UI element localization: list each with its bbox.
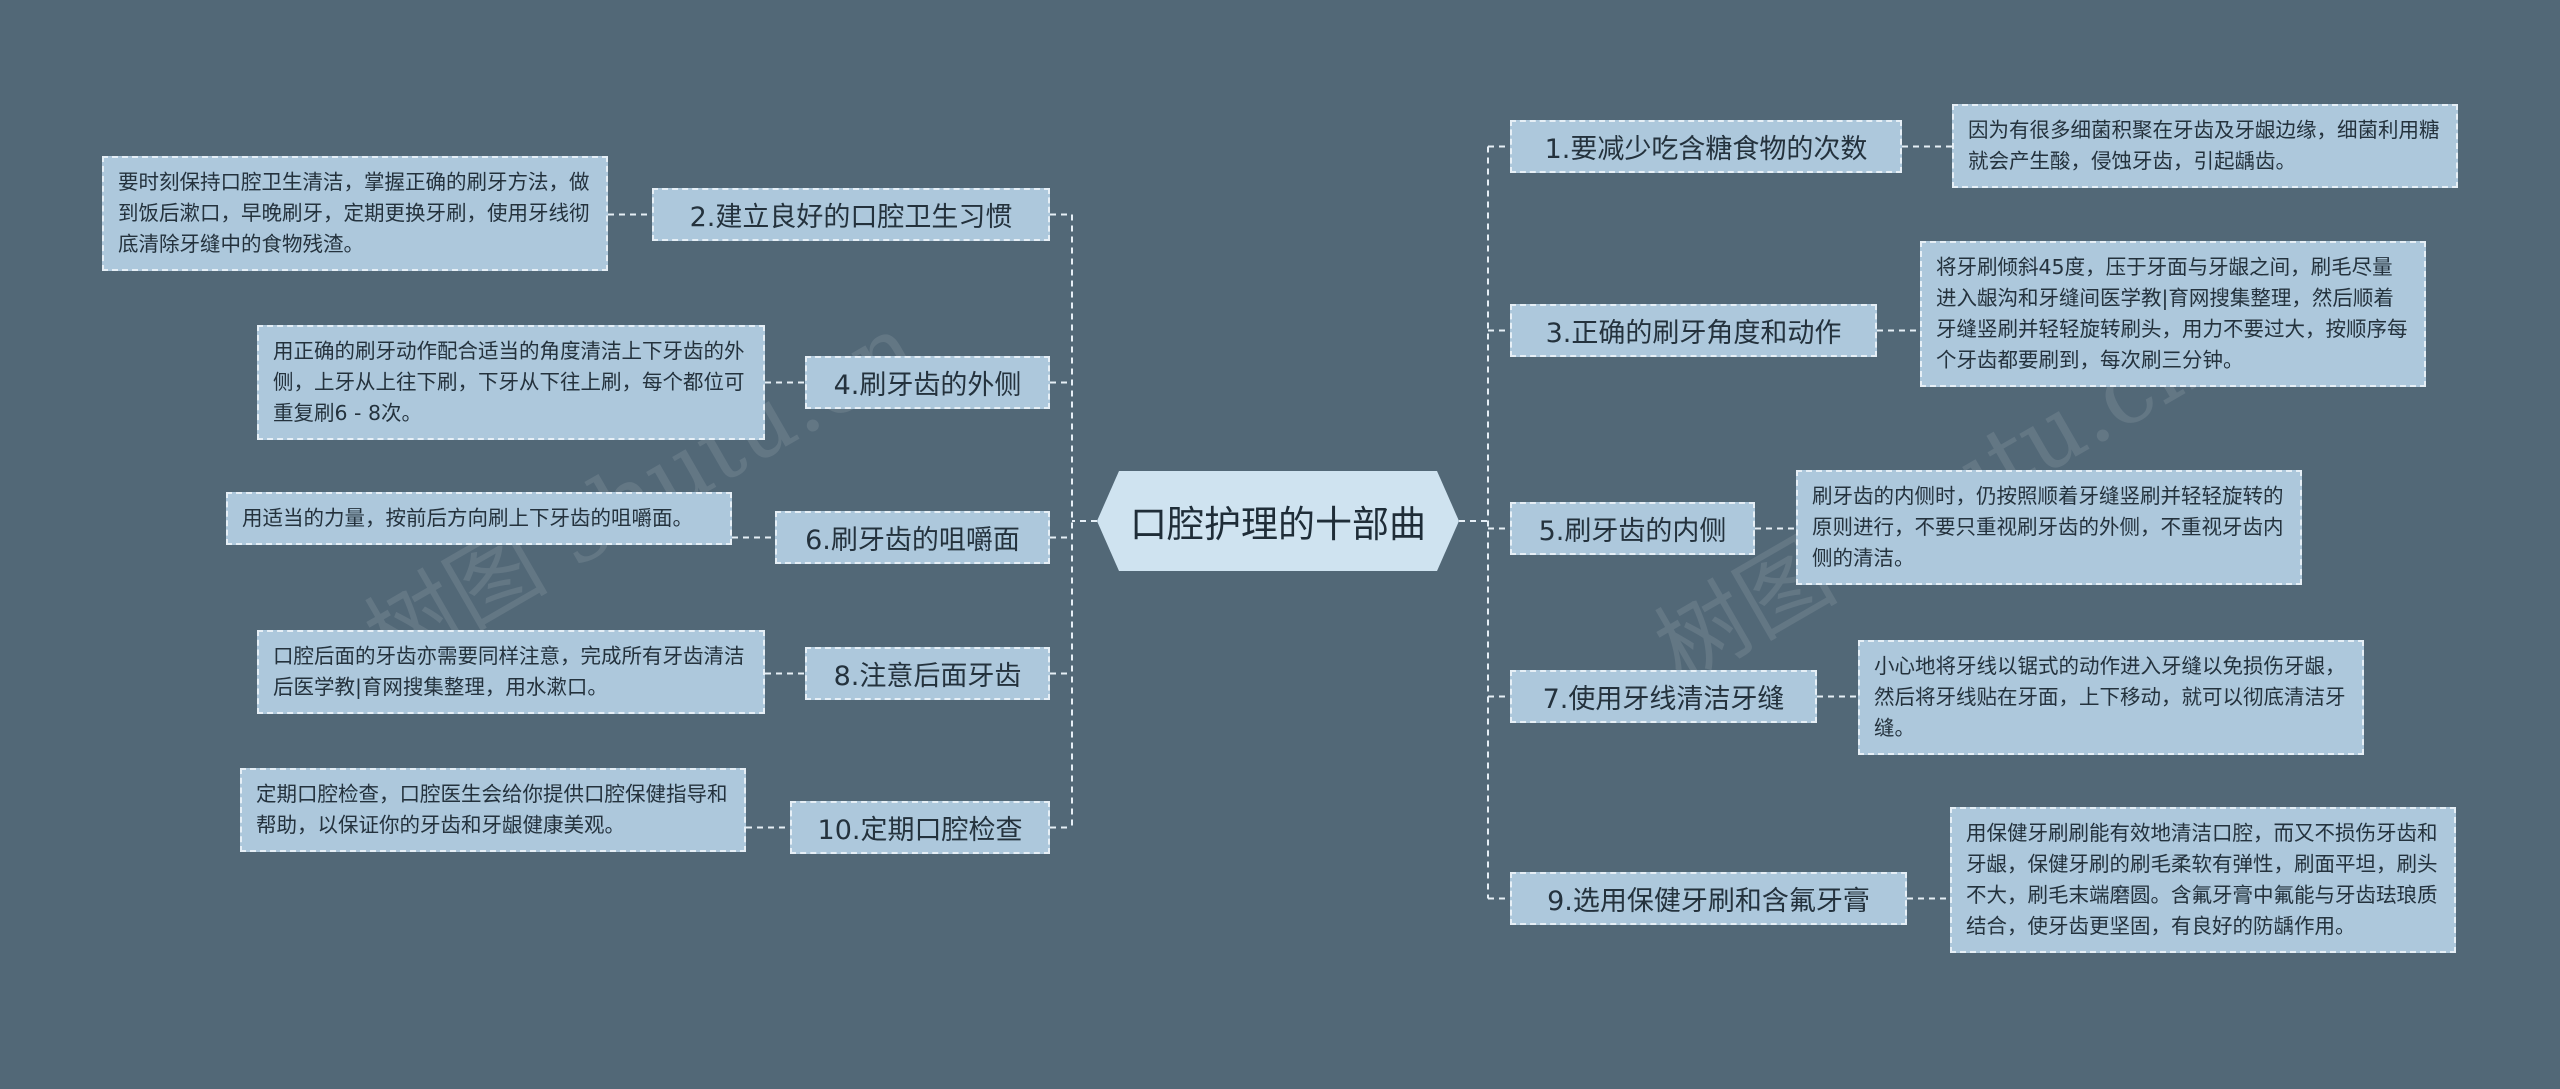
topic-3[interactable]: 3.正确的刷牙角度和动作	[1510, 304, 1877, 357]
topic-8[interactable]: 8.注意后面牙齿	[805, 647, 1050, 700]
topic-10[interactable]: 10.定期口腔检查	[790, 801, 1050, 854]
topic-2[interactable]: 2.建立良好的口腔卫生习惯	[652, 188, 1050, 241]
topic-7[interactable]: 7.使用牙线清洁牙缝	[1510, 670, 1817, 723]
note-9: 用保健牙刷刷能有效地清洁口腔，而又不损伤牙齿和牙龈，保健牙刷的刷毛柔软有弹性，刷…	[1950, 807, 2456, 953]
note-3: 将牙刷倾斜45度，压于牙面与牙龈之间，刷毛尽量进入龈沟和牙缝间医学教|育网搜集整…	[1920, 241, 2426, 387]
topic-6[interactable]: 6.刷牙齿的咀嚼面	[775, 511, 1050, 564]
note-6: 用适当的力量，按前后方向刷上下牙齿的咀嚼面。	[226, 492, 732, 545]
topic-9[interactable]: 9.选用保健牙刷和含氟牙膏	[1510, 872, 1907, 925]
topic-1[interactable]: 1.要减少吃含糖食物的次数	[1510, 120, 1902, 173]
central-topic[interactable]: 口腔护理的十部曲	[1097, 471, 1459, 571]
note-5: 刷牙齿的内侧时，仍按照顺着牙缝竖刷并轻轻旋转的原则进行，不要只重视刷牙齿的外侧，…	[1796, 470, 2302, 585]
note-1: 因为有很多细菌积聚在牙齿及牙龈边缘，细菌利用糖就会产生酸，侵蚀牙齿，引起龋齿。	[1952, 104, 2458, 188]
note-10: 定期口腔检查，口腔医生会给你提供口腔保健指导和帮助，以保证你的牙齿和牙龈健康美观…	[240, 768, 746, 852]
note-8: 口腔后面的牙齿亦需要同样注意，完成所有牙齿清洁后医学教|育网搜集整理，用水漱口。	[257, 630, 765, 714]
note-2: 要时刻保持口腔卫生清洁，掌握正确的刷牙方法，做到饭后漱口，早晚刷牙，定期更换牙刷…	[102, 156, 608, 271]
note-4: 用正确的刷牙动作配合适当的角度清洁上下牙齿的外侧，上牙从上往下刷，下牙从下往上刷…	[257, 325, 765, 440]
note-7: 小心地将牙线以锯式的动作进入牙缝以免损伤牙龈，然后将牙线贴在牙面，上下移动，就可…	[1858, 640, 2364, 755]
topic-5[interactable]: 5.刷牙齿的内侧	[1510, 502, 1755, 555]
topic-4[interactable]: 4.刷牙齿的外侧	[805, 356, 1050, 409]
